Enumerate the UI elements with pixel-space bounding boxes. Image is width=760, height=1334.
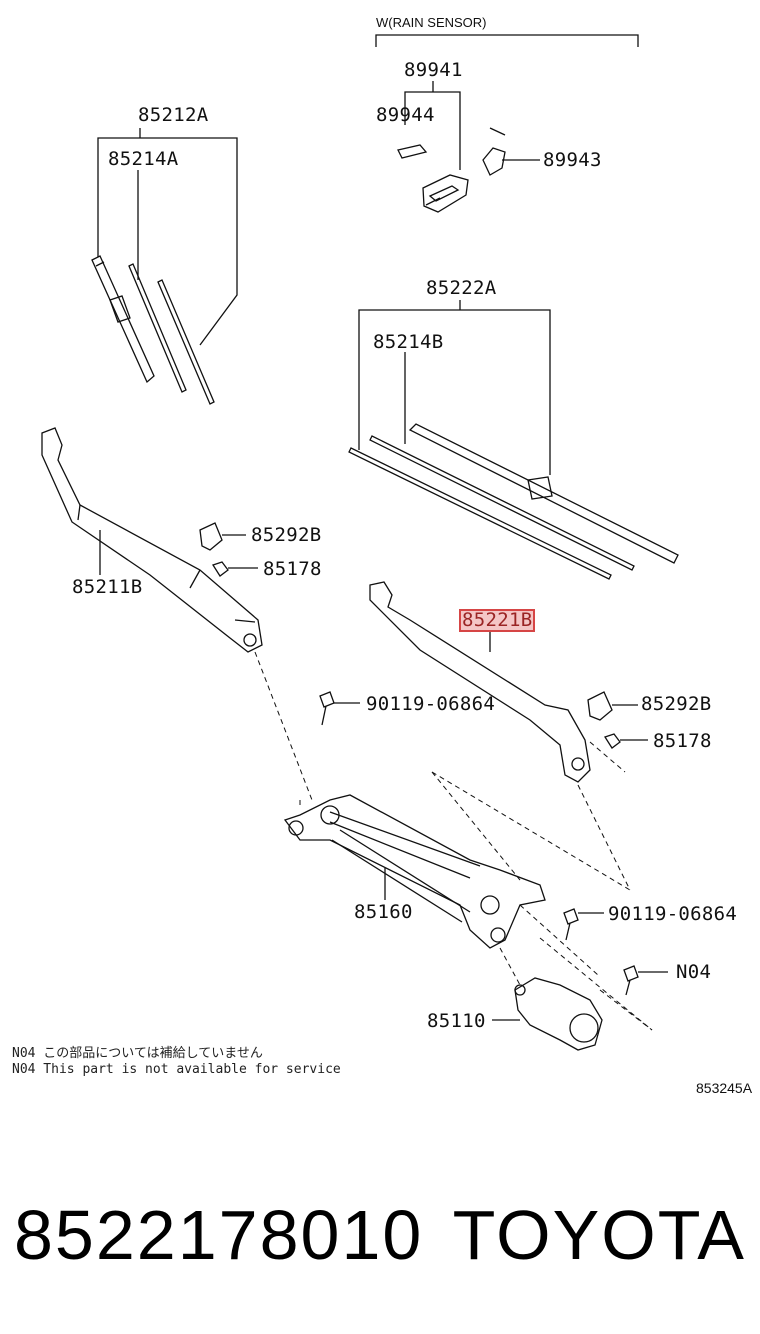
left-wiper-blade-shape [91, 255, 155, 384]
part-label-85292b-right[interactable]: 85292B [641, 693, 712, 715]
part-label-n04[interactable]: N04 [676, 961, 712, 983]
rain-sensor-label: W(RAIN SENSOR) [376, 15, 487, 30]
left-refill-1-shape [128, 263, 187, 393]
sensor-pad-shape [397, 144, 428, 159]
part-label-85222a[interactable]: 85222A [426, 277, 497, 299]
footer: 8522178010 TOYOTA [14, 1190, 746, 1280]
note-english: N04 This part is not available for servi… [12, 1062, 341, 1077]
part-label-89943[interactable]: 89943 [543, 149, 602, 171]
left-refill-2-shape [157, 279, 215, 405]
bolt-bottom-shape [563, 908, 604, 941]
right-nut-shape [604, 733, 648, 749]
parts-diagram: W(RAIN SENSOR) 89941 89944 89943 85212A … [12, 15, 753, 1096]
rain-sensor-bracket [375, 34, 639, 47]
part-label-89941[interactable]: 89941 [404, 59, 463, 81]
note-japanese: N04 この部品については補給していません [12, 1046, 263, 1061]
part-label-90119-bottom[interactable]: 90119-06864 [608, 903, 738, 925]
right-refill-2-shape [348, 447, 612, 580]
wiper-motor-shape [514, 977, 603, 1051]
right-cap-shape [587, 691, 638, 721]
right-refill-1-shape [369, 435, 635, 571]
screw-n04-shape [623, 965, 668, 996]
part-label-85221b-highlighted[interactable]: 85221B [458, 609, 536, 632]
bolt-top-shape [319, 691, 360, 726]
diagram-drawing [41, 34, 679, 1051]
part-label-85178-right[interactable]: 85178 [653, 730, 712, 752]
left-wiper-arm-shape [41, 427, 263, 653]
sensor-cover-shape [482, 147, 540, 176]
part-label-85178-left[interactable]: 85178 [263, 558, 322, 580]
diagram-reference: 853245A [696, 1080, 753, 1096]
brand-name: TOYOTA [452, 1196, 746, 1274]
part-label-85160[interactable]: 85160 [354, 901, 413, 923]
left-cap-shape [199, 522, 246, 551]
rain-sensor-shape [422, 174, 469, 213]
part-number: 8522178010 [14, 1196, 424, 1274]
part-label-85214a[interactable]: 85214A [108, 148, 179, 170]
right-wiper-arm-shape [369, 581, 591, 783]
part-label-85214b[interactable]: 85214B [373, 331, 444, 353]
part-label-90119-top[interactable]: 90119-06864 [366, 693, 496, 715]
part-label-89944[interactable]: 89944 [376, 104, 435, 126]
part-label-85212a[interactable]: 85212A [138, 104, 209, 126]
right-wiper-blade-shape [408, 423, 679, 564]
part-label-85211b[interactable]: 85211B [72, 576, 143, 598]
wiper-linkage-shape [283, 794, 546, 949]
part-label-85292b-left[interactable]: 85292B [251, 524, 322, 546]
part-label-85110[interactable]: 85110 [427, 1010, 486, 1032]
left-nut-shape [212, 561, 258, 577]
